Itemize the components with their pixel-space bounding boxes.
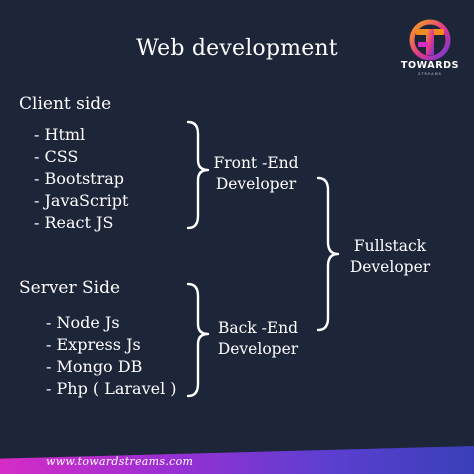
towards-streams-logo-icon (409, 19, 451, 61)
list-item: - Php ( Laravel ) (46, 379, 177, 398)
client-side-heading: Client side (19, 94, 112, 114)
logo-subtitle: STREAMS (418, 72, 442, 76)
footer-url-link[interactable]: www.towardstreams.com (46, 455, 194, 468)
server-side-heading: Server Side (19, 278, 121, 298)
backend-brace (186, 282, 210, 398)
list-item: - Html (34, 125, 86, 144)
list-item: - Node Js (46, 313, 120, 332)
list-item: - CSS (34, 147, 79, 166)
fullstack-line2: Developer (349, 258, 431, 276)
frontend-developer-label: Front -End Developer (206, 153, 306, 195)
frontend-line1: Front -End (213, 154, 299, 172)
backend-line2: Developer (217, 340, 299, 358)
list-item: - React JS (34, 213, 114, 232)
logo-name: TOWARDS (400, 60, 460, 71)
client-side-list: - Html - CSS - Bootstrap - JavaScript - … (34, 124, 128, 234)
list-item: - Mongo DB (46, 357, 143, 376)
frontend-brace (186, 120, 210, 230)
list-item: - Express Js (46, 335, 141, 354)
backend-line1: Back -End (217, 319, 299, 337)
fullstack-developer-label: Fullstack Developer (340, 236, 440, 278)
list-item: - JavaScript (34, 191, 129, 210)
frontend-line2: Developer (215, 175, 297, 193)
fullstack-brace (316, 176, 340, 332)
list-item: - Bootstrap (34, 169, 125, 188)
backend-developer-label: Back -End Developer (208, 318, 308, 360)
server-side-list: - Node Js - Express Js - Mongo DB - Php … (46, 312, 177, 400)
fullstack-line1: Fullstack (353, 237, 427, 255)
page-title: Web development (136, 36, 338, 61)
